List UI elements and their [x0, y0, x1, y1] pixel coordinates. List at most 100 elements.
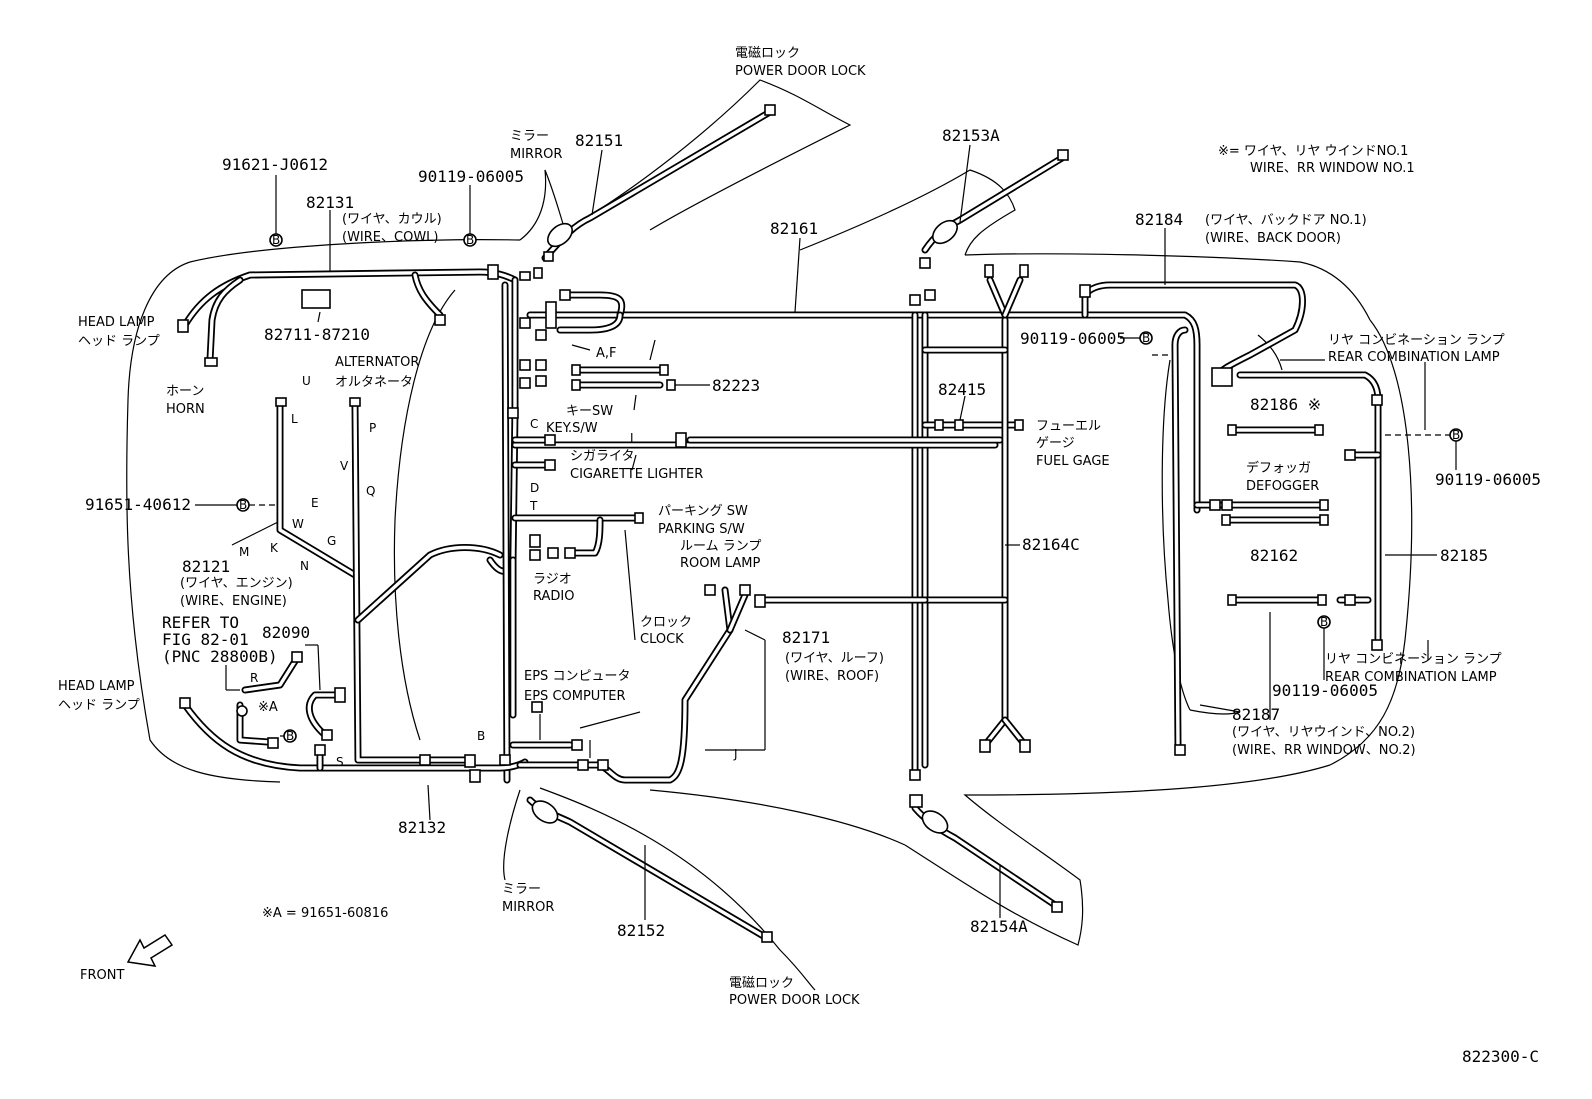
refer-line2: FIG 82-01	[162, 630, 249, 649]
power-door-lock-top-en: POWER DOOR LOCK	[735, 64, 866, 79]
mirror-bot-jp: ミラー	[502, 882, 541, 897]
radio-jp: ラジオ	[533, 572, 572, 587]
alternator-jp: オルタネータ	[335, 375, 413, 390]
part-82187: 82187	[1232, 705, 1280, 724]
part-91651: 91651-40612	[85, 495, 191, 514]
defogger-en: DEFOGGER	[1246, 479, 1319, 494]
part-91621: 91621-J0612	[222, 155, 328, 174]
refer-line1: REFER TO	[162, 613, 239, 632]
part-90119-right: 90119-06005	[1435, 470, 1541, 489]
af-label: A,F	[596, 346, 617, 361]
head-lamp-bot-jp: ヘッド ランプ	[58, 698, 140, 713]
part-82186: 82186 ※	[1250, 395, 1321, 414]
part-82711: 82711-87210	[264, 325, 370, 344]
leader-lines	[195, 144, 1457, 920]
eps-en: EPS COMPUTER	[524, 689, 626, 704]
part-90119-top: 90119-06005	[418, 167, 524, 186]
eps-jp: EPS コンピュータ	[524, 669, 630, 684]
svg-text:M: M	[239, 545, 249, 559]
clock-en: CLOCK	[640, 632, 684, 647]
wire-rr2-jp: (ワイヤ、リヤウインド、NO.2)	[1232, 725, 1415, 740]
note-a-small: ※A	[258, 700, 278, 715]
rear-combo-top-en: REAR COMBINATION LAMP	[1328, 350, 1500, 365]
part-82121: 82121	[182, 557, 230, 576]
part-82184: 82184	[1135, 210, 1183, 229]
part-82185: 82185	[1440, 546, 1488, 565]
svg-text:C: C	[530, 417, 538, 431]
svg-text:T: T	[529, 499, 538, 513]
svg-text:S: S	[336, 755, 344, 769]
part-82171: 82171	[782, 628, 830, 647]
figure-code: 822300-C	[1462, 1047, 1539, 1066]
head-lamp-top-jp: ヘッド ランプ	[78, 334, 160, 349]
parking-sw-en: PARKING S/W	[658, 522, 745, 537]
svg-text:V: V	[340, 459, 349, 473]
front-arrow-icon	[126, 933, 174, 967]
rear-combo-top-jp: リヤ コンビネーション ランプ	[1328, 333, 1505, 348]
key-sw-jp: キーSW	[566, 404, 613, 419]
svg-text:B: B	[1452, 428, 1460, 442]
part-82223: 82223	[712, 376, 760, 395]
power-door-lock-top-jp: 電磁ロック	[735, 46, 800, 61]
front-label: FRONT	[80, 968, 124, 983]
parking-sw-jp: パーキング SW	[658, 504, 748, 519]
svg-text:B: B	[1142, 331, 1150, 345]
rr-window-note-jp: ※= ワイヤ、リヤ ウインドNO.1	[1218, 144, 1408, 159]
part-82162: 82162	[1250, 546, 1298, 565]
power-door-lock-bot-jp: 電磁ロック	[729, 976, 794, 991]
svg-text:B: B	[1320, 615, 1328, 629]
key-sw-en: KEY.S/W	[546, 421, 598, 436]
svg-text:P: P	[369, 421, 376, 435]
wire-cowl-jp: (ワイヤ、カウル)	[342, 212, 442, 227]
labels: 電磁ロック POWER DOOR LOCK ミラー MIRROR 82151 8…	[58, 46, 1541, 1066]
svg-text:I: I	[630, 431, 634, 445]
wire-engine-en: (WIRE、ENGINE)	[180, 594, 287, 609]
svg-text:B: B	[466, 233, 474, 247]
cig-jp: シガライタ	[570, 449, 634, 464]
clock-jp: クロック	[640, 615, 692, 630]
wire-letters: U L P V Q E W G K M N C D T B S R J I	[239, 374, 738, 769]
radio-en: RADIO	[533, 589, 574, 604]
part-82415: 82415	[938, 380, 986, 399]
part-82132: 82132	[398, 818, 446, 837]
svg-text:R: R	[250, 671, 258, 685]
mirror-top-jp: ミラー	[510, 129, 549, 144]
svg-text:J: J	[733, 747, 738, 761]
part-82154a: 82154A	[970, 917, 1028, 936]
wire-cowl-en: (WIRE、COWL)	[342, 230, 439, 245]
part-82151: 82151	[575, 131, 623, 150]
mirror-top-en: MIRROR	[510, 147, 562, 162]
part-82161: 82161	[770, 219, 818, 238]
part-90119-mid: 90119-06005	[1020, 329, 1126, 348]
body-outline	[126, 79, 1413, 991]
svg-text:B: B	[272, 233, 280, 247]
svg-text:B: B	[239, 498, 247, 512]
wire-roof-en: (WIRE、ROOF)	[785, 669, 879, 684]
power-door-lock-bot-en: POWER DOOR LOCK	[729, 993, 860, 1008]
refer-line3: (PNC 28800B)	[162, 647, 278, 666]
mirror-bot-en: MIRROR	[502, 900, 554, 915]
connectors	[177, 104, 1383, 943]
room-lamp-en: ROOM LAMP	[680, 556, 760, 571]
svg-text:E: E	[311, 496, 319, 510]
part-82131: 82131	[306, 193, 354, 212]
svg-text:B: B	[286, 729, 294, 743]
room-lamp-jp: ルーム ランプ	[680, 539, 761, 554]
svg-text:W: W	[292, 517, 304, 531]
horn-jp: ホーン	[166, 384, 204, 399]
svg-text:Q: Q	[366, 484, 375, 498]
head-lamp-bot-en: HEAD LAMP	[58, 679, 135, 694]
fuel-gage-en: FUEL GAGE	[1036, 454, 1110, 469]
wire-roof-jp: (ワイヤ、ルーフ)	[785, 651, 884, 666]
svg-text:U: U	[302, 374, 311, 388]
svg-text:B: B	[477, 729, 485, 743]
svg-text:N: N	[300, 559, 309, 573]
svg-text:L: L	[291, 412, 298, 426]
part-82090: 82090	[262, 623, 310, 642]
note-a: ※A = 91651-60816	[262, 906, 388, 921]
svg-text:G: G	[327, 534, 336, 548]
part-82164c: 82164C	[1022, 535, 1080, 554]
wire-engine-jp: (ワイヤ、エンジン)	[180, 576, 293, 591]
fuel-gage-jp2: ゲージ	[1036, 436, 1075, 451]
